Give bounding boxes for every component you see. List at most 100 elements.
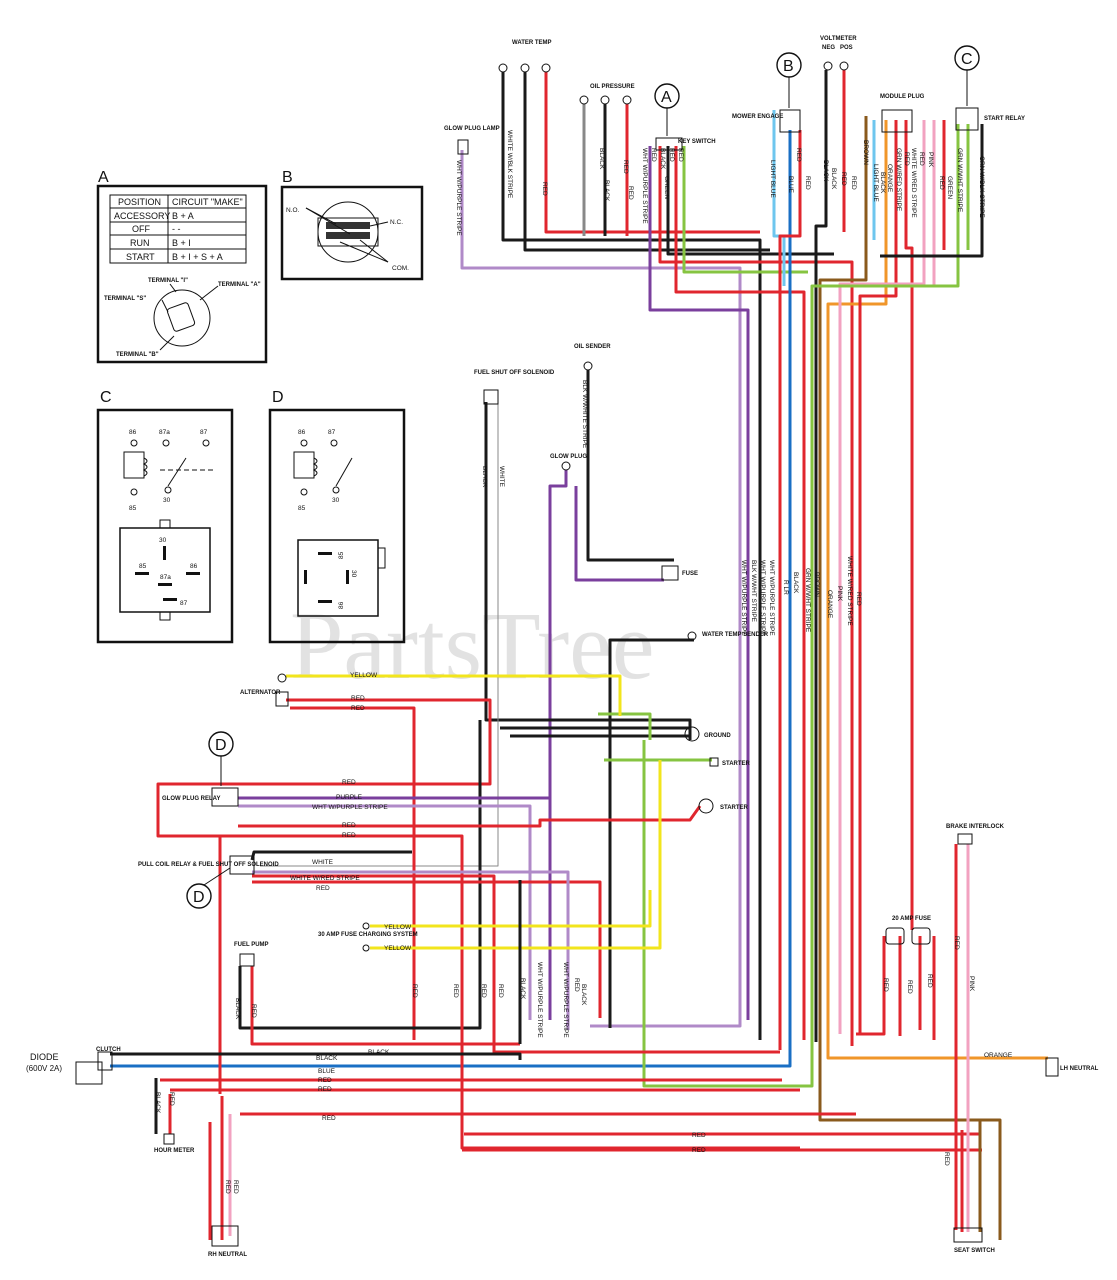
fuse-label: FUSE [682,571,698,577]
wire-label: RED [804,176,811,190]
inset-d-frame [268,408,406,644]
wire [574,486,664,582]
wire-label: RED [627,186,634,200]
wire-label: RED [480,984,487,998]
wire-label: YELLOW [384,924,412,931]
wire-label: RED [351,705,365,712]
glow-plug-lamp-label: GLOW PLUG LAMP [444,126,500,132]
wire-label: RED [903,152,910,166]
relay-coil-icon [123,451,145,479]
wire-label: RED [926,974,933,988]
wire-label: RED [232,1180,239,1194]
wire-label: BLACK [830,168,837,190]
fuse-icon [661,565,679,581]
terminal-ring-icon [839,61,849,71]
relay-socket [297,539,379,617]
components [75,61,1059,1247]
wire-label: ORANGE [826,590,833,619]
wire [523,72,770,252]
voltmeter-pos-label: POS [840,45,853,51]
wire [460,150,742,1028]
wire [880,124,984,258]
glow-plug-icon [561,461,571,471]
wire [156,782,800,1150]
wire-label: WHT W/PURPLE STRIPE [312,804,388,811]
wire-label: BLUE [787,176,794,194]
wire-label: BROWN [862,140,869,165]
wire-label: BLACK [603,180,610,202]
oil-sender-label: OIL SENDER [574,344,611,350]
wire-label: BLACK [234,998,241,1020]
callout-d-lower: D [193,889,205,906]
pin-label: 30 [163,497,171,504]
table-cell: B + I [172,238,191,248]
wire-label: BLUE [318,1068,336,1075]
pull-coil-relay-label: PULL COIL RELAY & FUEL SHUT OFF SOLENOID [138,862,279,868]
wire [586,370,674,562]
wire [260,402,499,867]
com-label: COM. [392,265,409,272]
wire-label: BLACK [792,572,799,594]
lh-neutral-switch-icon [1045,1057,1059,1077]
seat-switch-icon [953,1227,983,1243]
wire-labels: YELLOW RED RED RED PURPLE WHT W/PURPLE S… [154,130,1013,1194]
water-temp-sender-label: WATER TEMP SENDER [702,632,769,638]
pin-label: 87 [200,429,208,436]
wire-label: RED [318,1086,332,1093]
hour-meter-icon [163,1133,175,1145]
wire [252,880,602,1018]
wire-label: RED [573,978,580,992]
wire-label: RED [850,176,857,190]
glow-plug-label: GLOW PLUG [550,454,587,460]
terminal-ring-icon [362,922,370,930]
glow-plug-lamp-icon [457,139,469,155]
wire-label: YELLOW [350,672,378,679]
wire [216,698,492,786]
wire [544,72,760,234]
socket-label: 87 [180,600,188,607]
wire [608,638,694,1028]
oil-sender-icon [583,361,593,371]
no-label: N.O. [286,207,300,214]
callout-a: A [661,89,672,106]
table-cell: OFF [132,224,150,234]
relay-coil-icon [293,451,315,479]
wire-label: RED [668,148,675,162]
terminal-ring-icon [498,63,508,73]
charging-fuse-label: 30 AMP FUSE CHARGING SYSTEM [318,932,418,938]
wire-label: PINK [968,976,975,992]
hour-meter-label: HOUR METER [154,1148,195,1154]
wire-label: RED [622,160,629,174]
pin-label: 87 [328,429,336,436]
terminal-a-label: TERMINAL "A" [218,282,261,288]
terminal-ring-icon [520,63,530,73]
diode-label: DIODE [30,1052,59,1062]
wire-label: WHT W/PURPLE STRIPE [455,160,462,236]
wire [238,805,702,828]
wire-label: RED [351,695,365,702]
wire-label: BLK W/WHITE STRIPE [581,380,588,449]
inset-b-frame [280,185,424,281]
module-plug-label: MODULE PLUG [880,94,925,100]
terminal-ring-icon [541,63,551,73]
wire [286,674,622,716]
wire-label: RED [224,1180,231,1194]
wire-label: WHT W/PURPLE STRIPE [562,962,569,1038]
wire [858,120,898,1034]
key-switch-icon [655,137,683,151]
start-relay-label: START RELAY [984,116,1025,122]
starter-ring-icon [698,798,714,814]
clutch-label: CLUTCH [96,1047,121,1053]
inset-d: D 86 87 85 30 85 30 86 [268,389,406,644]
table-cell: - - [172,224,181,234]
glow-plug-relay-label: GLOW PLUG RELAY [162,796,220,802]
start-relay-icon [955,107,979,131]
wire [598,712,652,740]
wire-label: LIGHT BLUE [872,164,879,202]
pin-label: 85 [129,505,137,512]
callout-b: B [783,58,794,75]
mower-engage-connector-icon [779,109,801,133]
inset-b: B N.O. N.C. COM. [280,169,424,281]
wire-label: ORANGE [984,1052,1013,1059]
wire [838,120,926,1034]
